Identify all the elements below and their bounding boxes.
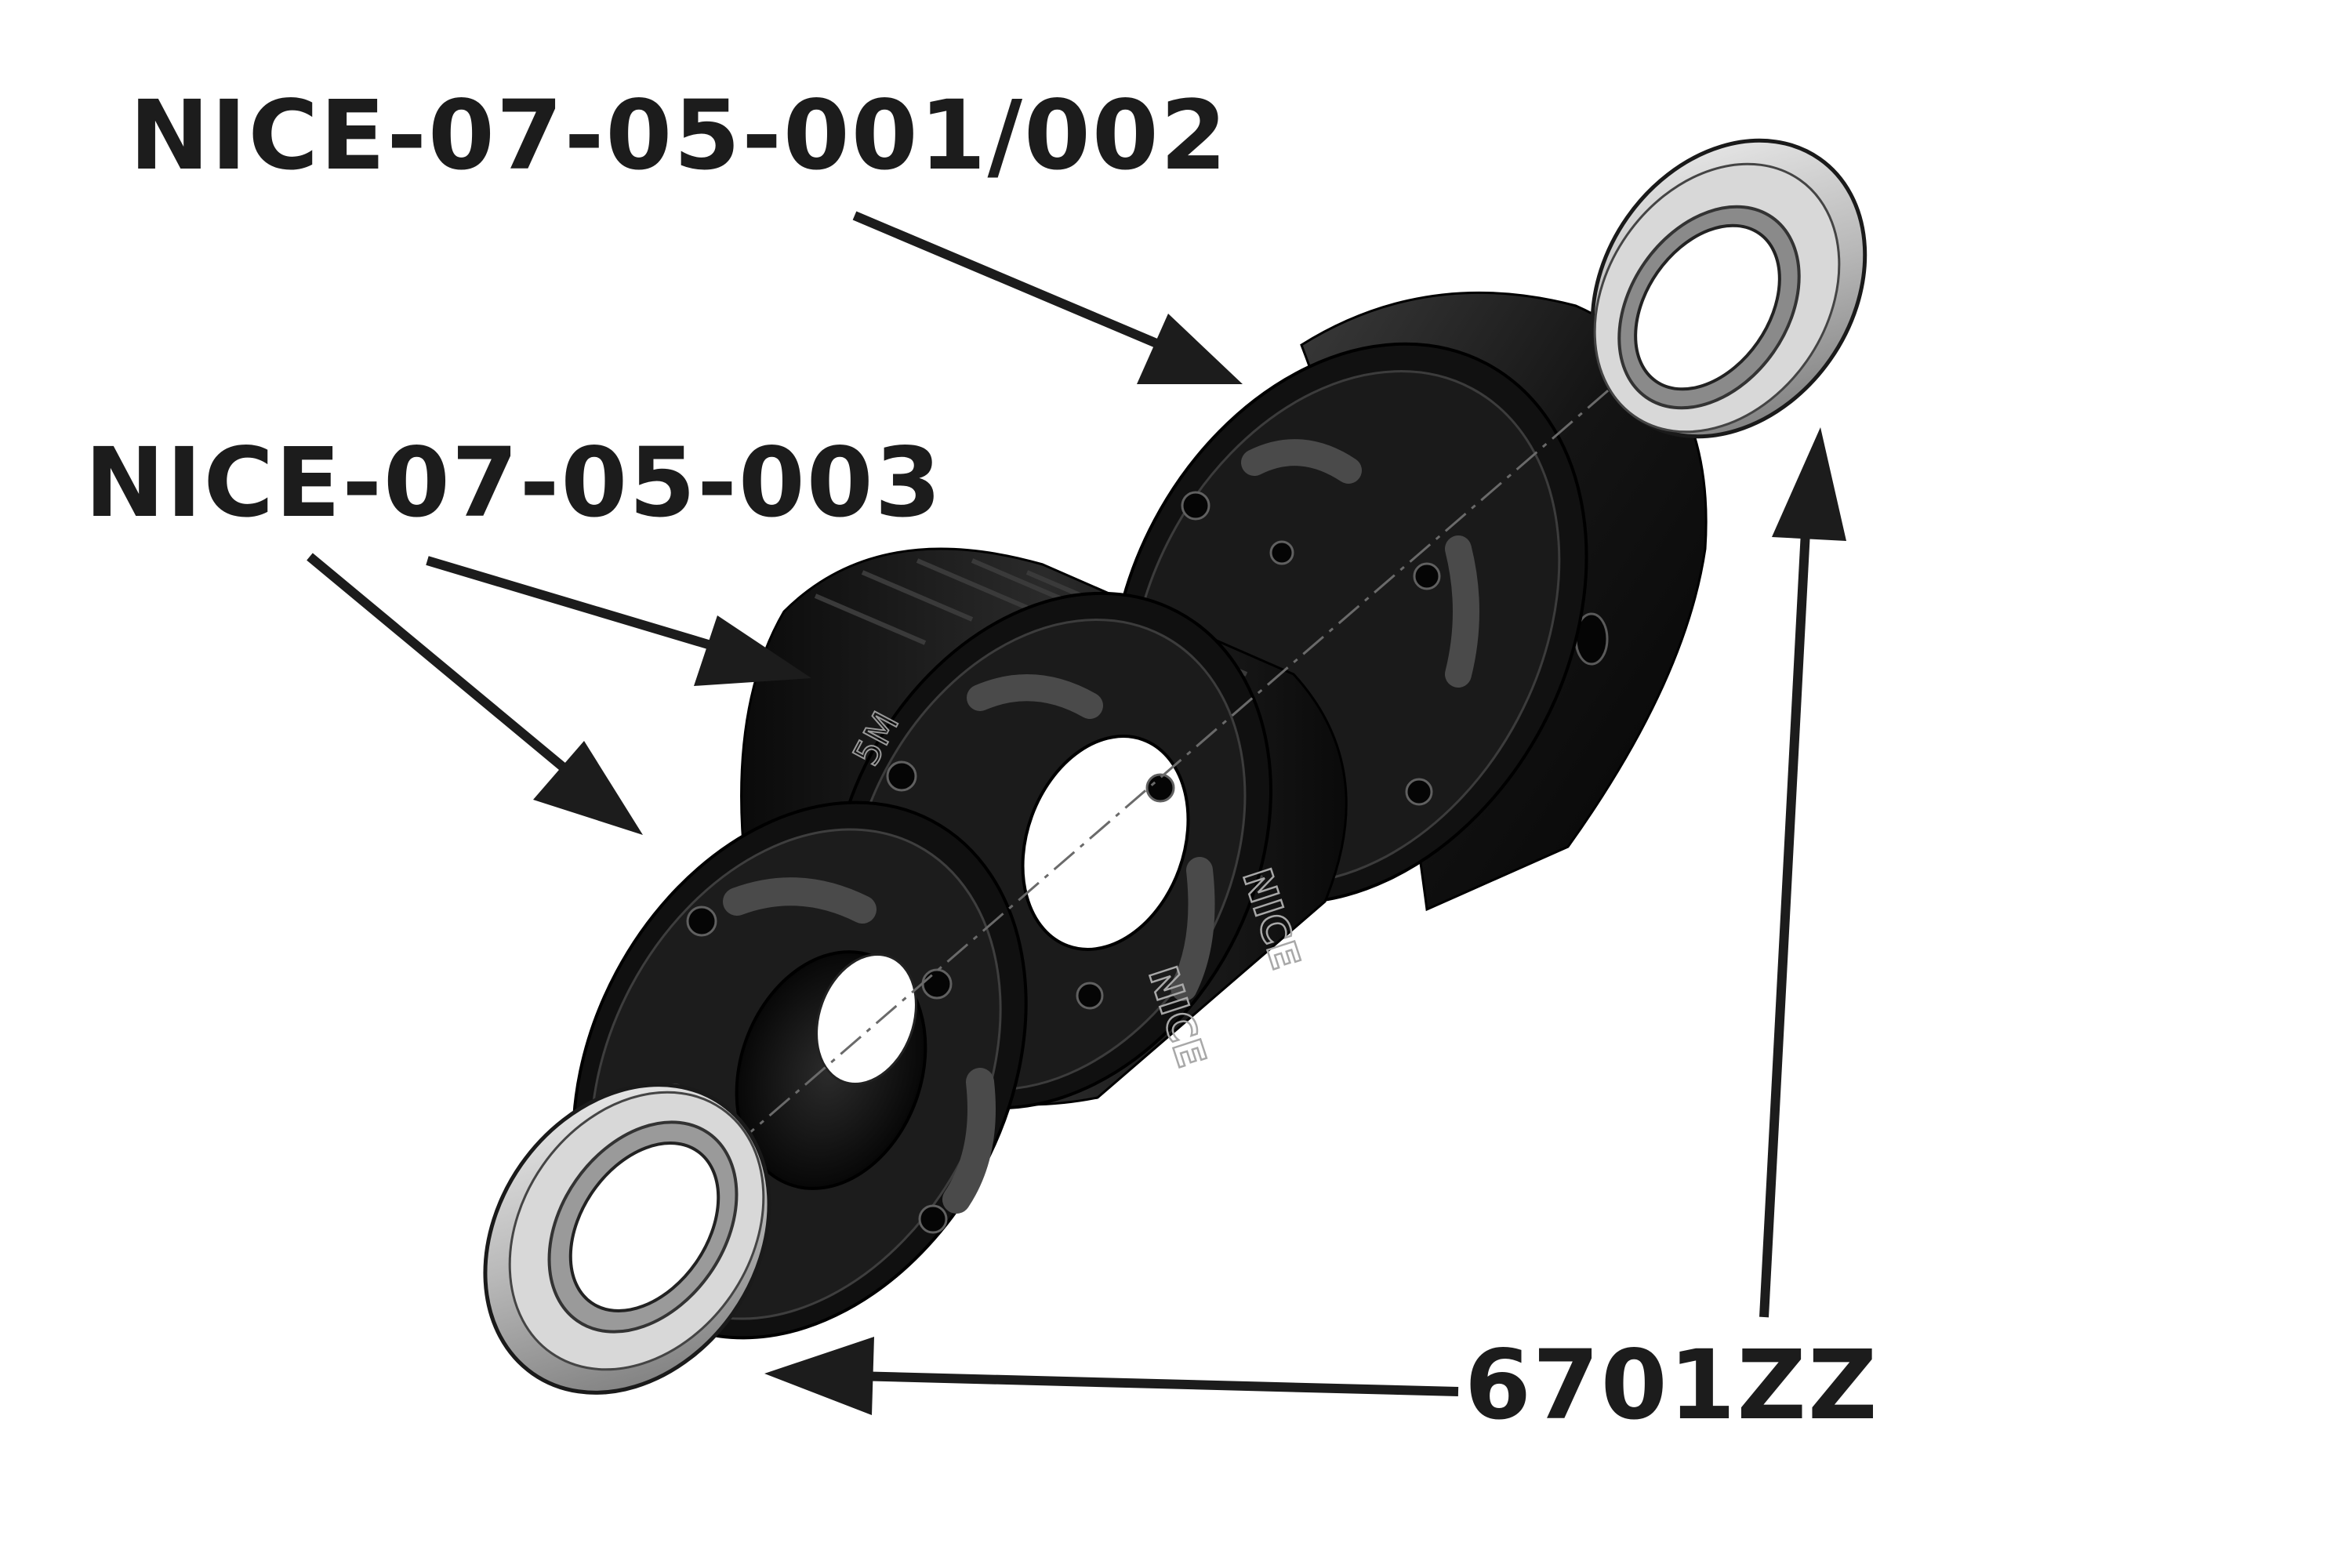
arrow-to-bearing-top xyxy=(1759,427,1846,1318)
middle-flange-holes xyxy=(886,760,1175,1010)
arrow-to-bearing-bottom xyxy=(764,1337,1459,1415)
arrow-to-front-flange xyxy=(307,553,643,835)
callout-bearing: 6701ZZ xyxy=(1465,1330,1879,1441)
front-flange-bore-opening xyxy=(815,953,917,1085)
arrow-to-middle-flange xyxy=(426,556,811,686)
callout-pulley-parts: NICE-07-05-001/002 xyxy=(129,80,1229,191)
middle-flange: 5M NICE NICE xyxy=(829,591,1310,1110)
arrow-to-hub xyxy=(852,211,1243,384)
assembly-axis-centerline xyxy=(626,285,1730,1240)
bearing-bottom-left xyxy=(483,1083,771,1395)
hub-flange-holes xyxy=(1181,491,1441,806)
callout-flange-part: NICE-07-05-003 xyxy=(85,427,943,539)
bearing-top-right xyxy=(1590,138,1867,439)
